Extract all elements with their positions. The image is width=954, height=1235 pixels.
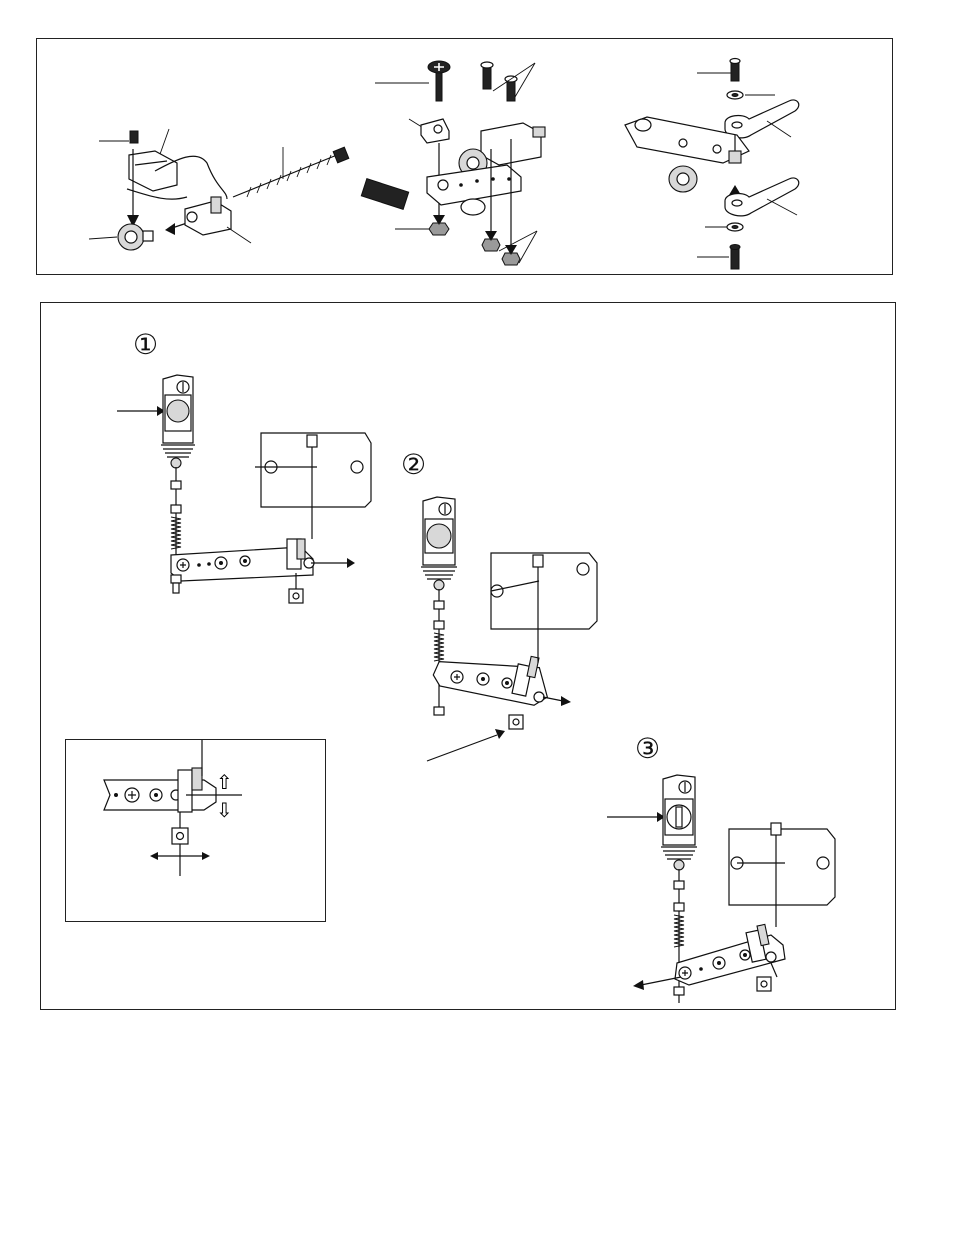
leader-line bbox=[767, 199, 797, 215]
leader-line bbox=[227, 227, 251, 243]
top-assembly-panel bbox=[36, 38, 893, 275]
throttle-barrel bbox=[167, 400, 189, 422]
leader-line bbox=[89, 237, 117, 239]
carb-base-ribs bbox=[161, 445, 195, 457]
long-screw-shaft bbox=[233, 155, 337, 197]
assembly-c bbox=[625, 59, 799, 270]
pull-arrow bbox=[641, 977, 681, 985]
down-arrow-icon: ⇩ bbox=[216, 800, 233, 820]
assembly-a bbox=[89, 129, 349, 250]
servo-spline bbox=[461, 199, 485, 215]
set-screw bbox=[130, 131, 138, 143]
arm-screw-bottom bbox=[731, 247, 739, 269]
step-2-drawing bbox=[411, 493, 731, 813]
phillips-screw-shaft bbox=[436, 73, 442, 101]
clevis-detail bbox=[178, 770, 192, 812]
control-arm-top bbox=[725, 100, 799, 138]
step-number-1: ① bbox=[133, 331, 158, 359]
up-arrow-icon: ⇧ bbox=[216, 772, 233, 792]
long-screw-head bbox=[333, 147, 349, 163]
pointer-arrow bbox=[427, 735, 497, 761]
throttle-barrel bbox=[427, 524, 451, 548]
leader-line bbox=[767, 121, 791, 137]
pull-arrow bbox=[543, 697, 563, 701]
top-assembly-drawing bbox=[37, 39, 894, 276]
step-1-drawing bbox=[101, 363, 421, 683]
detail-inset-drawing bbox=[66, 740, 327, 923]
assembly-b bbox=[361, 61, 545, 265]
step-3-drawing bbox=[601, 773, 881, 1033]
leader-line bbox=[159, 129, 169, 157]
linkage-adjustment-panel: ① ② ③ bbox=[40, 302, 896, 1010]
carb-base-ribs bbox=[661, 847, 697, 859]
tool-driver bbox=[361, 179, 408, 210]
bracket bbox=[129, 151, 177, 191]
detail-inset: ⇧ ⇩ bbox=[65, 739, 326, 922]
carb-base-ribs bbox=[421, 567, 457, 579]
